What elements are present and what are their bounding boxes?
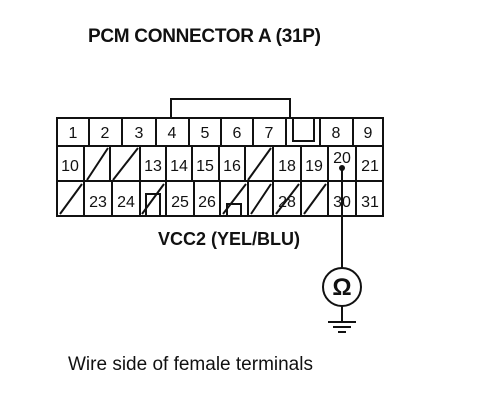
pin-23: 23	[89, 194, 107, 211]
pin-28: 28	[278, 194, 296, 211]
ohm-symbol: Ω	[332, 274, 351, 301]
pin-30: 30	[333, 194, 351, 211]
diagram-title: PCM CONNECTOR A (31P)	[88, 26, 321, 47]
pin-14: 14	[170, 158, 188, 175]
pin-7: 7	[265, 125, 274, 142]
pin-31: 31	[361, 194, 379, 211]
connector-housing	[56, 117, 384, 217]
diagram-caption: Wire side of female terminals	[68, 354, 313, 375]
pin-18: 18	[278, 158, 296, 175]
pin-4: 4	[168, 125, 177, 142]
pin-1: 1	[69, 125, 78, 142]
pin-13: 13	[144, 158, 162, 175]
pin-15: 15	[196, 158, 214, 175]
pin-16: 16	[223, 158, 241, 175]
pin-24: 24	[117, 194, 135, 211]
test-probe-point	[339, 165, 345, 171]
pin-10: 10	[61, 158, 79, 175]
connector-key-tab	[170, 98, 291, 118]
pin-20: 20	[333, 150, 351, 167]
connector-notch	[292, 118, 315, 142]
pin-3: 3	[135, 125, 144, 142]
connector-notch	[145, 193, 161, 216]
pin-6: 6	[233, 125, 242, 142]
pin-25: 25	[171, 194, 189, 211]
pin-5: 5	[201, 125, 210, 142]
pin-19: 19	[305, 158, 323, 175]
wire-label: VCC2 (YEL/BLU)	[158, 229, 301, 249]
pin-9: 9	[364, 125, 373, 142]
pin-2: 2	[101, 125, 110, 142]
pin-26: 26	[198, 194, 216, 211]
pin-8: 8	[332, 125, 341, 142]
pin-21: 21	[361, 158, 379, 175]
